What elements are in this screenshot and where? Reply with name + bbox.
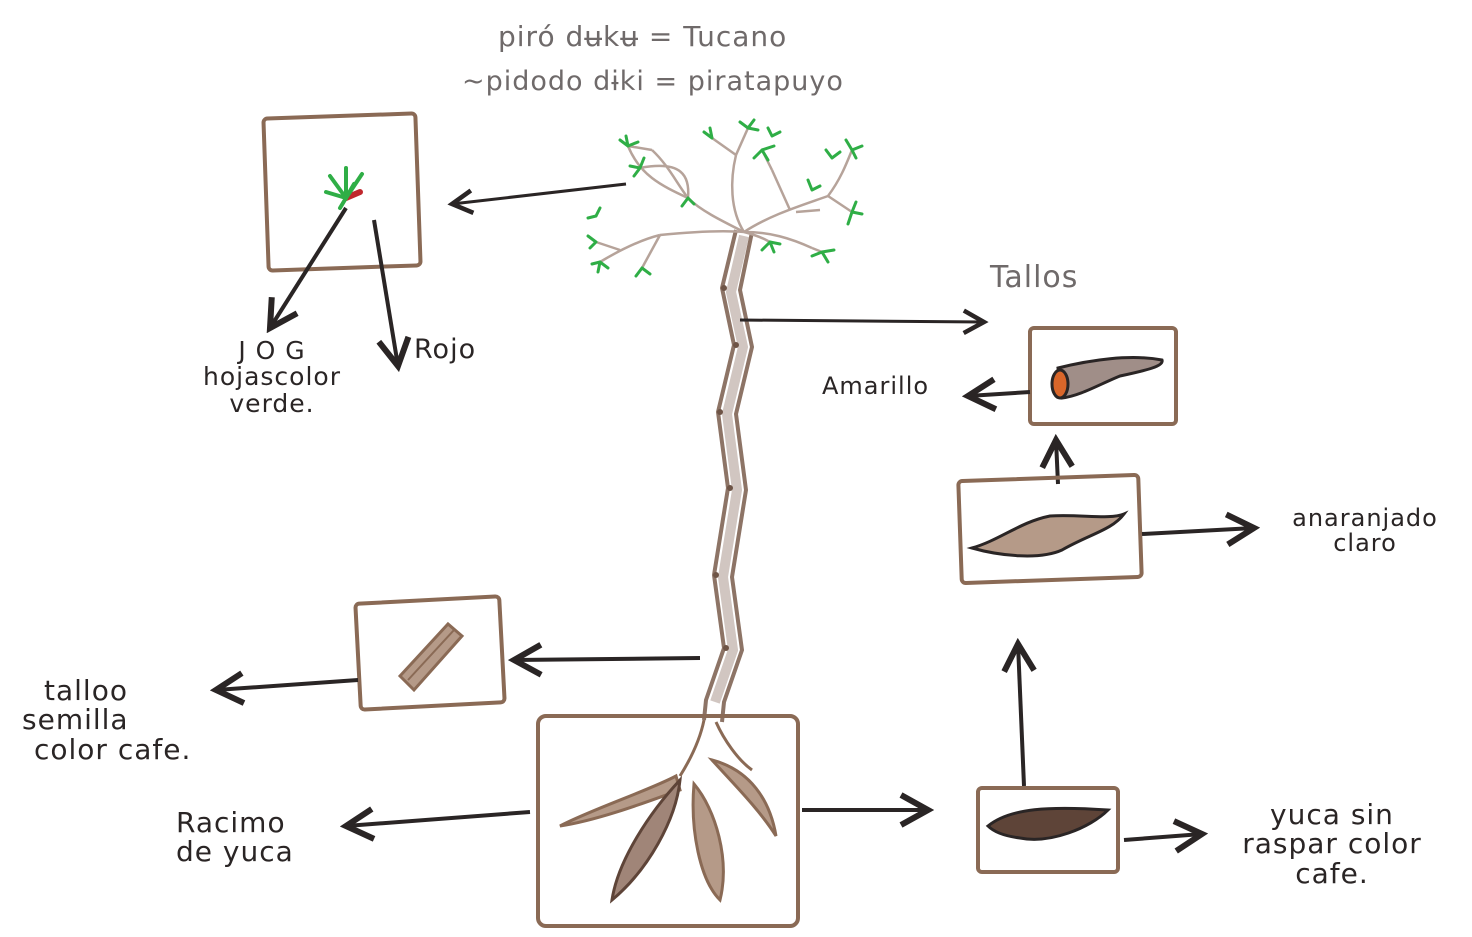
arrow-leaf-red: [372, 219, 398, 366]
header-subtitle: ~pidodo dɨki = piratapuyo: [462, 66, 844, 97]
stem-section-icon: [1050, 356, 1164, 400]
header-title: piró dʉkʉ = Tucano: [498, 20, 788, 53]
header-line-2: ~pidodo dɨki = piratapuyo: [462, 66, 844, 97]
leaf-sprout-icon: [324, 166, 364, 210]
label-amarillo: Amarillo: [822, 372, 930, 400]
header-line-1: piró dʉkʉ = Tucano: [498, 20, 788, 53]
label-yuca-sin-raspar: yuca sin raspar color cafe.: [1242, 798, 1422, 890]
peeled-root-box: [956, 473, 1144, 585]
peeled-root-icon: [966, 510, 1129, 558]
arrow-unpeeled-up: [1018, 644, 1024, 787]
label-tallos: Tallos: [990, 260, 1079, 295]
stem-section-box: [1028, 326, 1178, 426]
cassava-roots-icon: [559, 719, 778, 904]
arrow-to-tallos: [739, 320, 984, 322]
roots-box: [536, 714, 800, 928]
arrow-to-yuca-sin-raspar: [1123, 834, 1202, 840]
label-anaranjado-claro: anaranjado claro: [1292, 504, 1438, 558]
arrow-tree-to-cutting: [514, 658, 701, 660]
arrow-tree-to-leafbox: [452, 182, 627, 204]
unpeeled-root-box: [976, 786, 1120, 874]
leaf-box: [261, 111, 423, 273]
arrow-roots-to-racimo: [346, 812, 531, 826]
stem-cutting-icon: [397, 621, 465, 693]
arrow-leaf-green: [270, 206, 348, 328]
arrow-cutting-to-label: [216, 680, 359, 690]
arrow-to-anaranjado: [1141, 528, 1254, 534]
label-rojo: Rojo: [414, 334, 477, 365]
arrow-to-amarillo: [968, 392, 1031, 396]
unpeeled-root-icon: [985, 806, 1112, 841]
label-racimo-de-yuca: Racimo de yuca: [176, 806, 294, 869]
label-leaf-color: J O G hojascolor verde.: [203, 336, 341, 418]
cassava-plant-icon: [586, 118, 864, 723]
stem-cutting-box: [353, 594, 507, 712]
label-tallo-semilla: talloo semilla color cafe.: [22, 674, 192, 766]
